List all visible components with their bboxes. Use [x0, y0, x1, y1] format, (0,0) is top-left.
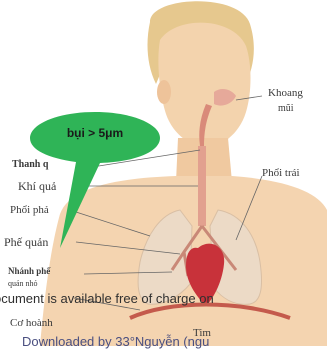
label-thanh-quan: Thanh q [12, 160, 48, 170]
label-phe-quan: Phế quản [4, 236, 48, 248]
label-phoi-phai: Phổi phả [10, 205, 49, 216]
label-khoang-mui-2: mũi [278, 104, 294, 114]
watermark-line-2: Downloaded by 33°Nguyễn (ngu [22, 334, 209, 349]
ear [157, 80, 171, 104]
trachea [198, 146, 206, 226]
label-phoi-trai: Phổi trái [262, 168, 300, 179]
label-co-hoanh: Cơ hoành [10, 318, 53, 329]
watermark-line-1: ocument is available free of charge on [0, 291, 214, 306]
callout-text: bụi > 5μm [35, 126, 155, 140]
label-khoang-mui: Khoang [268, 88, 303, 99]
label-nhanh-phe-quan: Nhánh phế [8, 267, 50, 276]
label-khi-quan: Khí quả [18, 180, 56, 192]
label-nhanh-phe-quan-2: quản nhỏ [8, 280, 38, 288]
